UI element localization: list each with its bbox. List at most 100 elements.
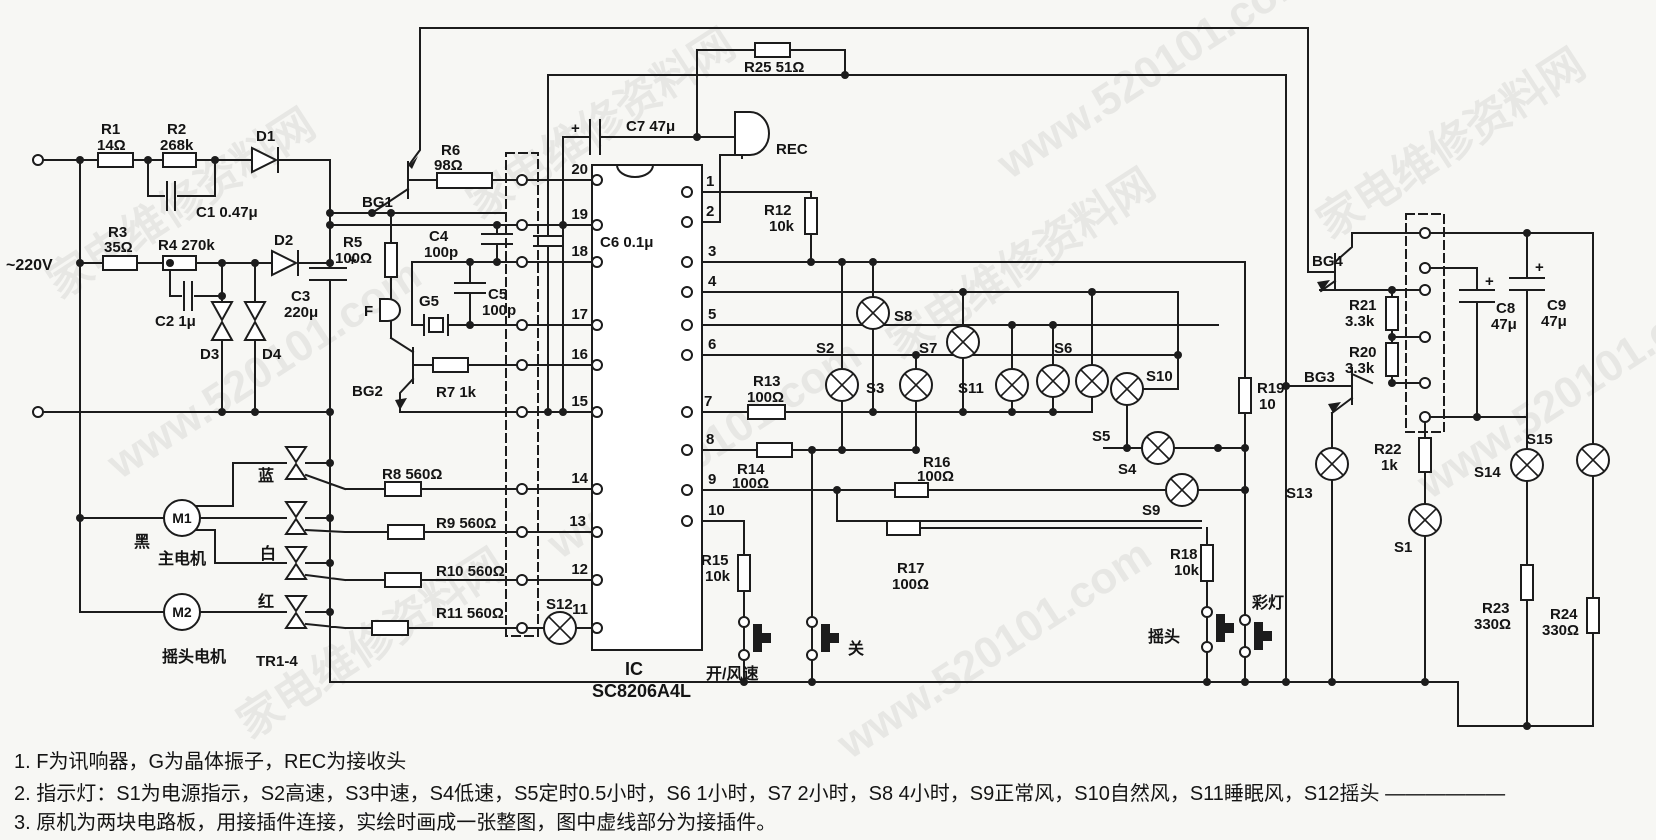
label-wire-black: 黑 (134, 533, 150, 551)
lamp-s8 (856, 296, 890, 330)
label-r3-value: 35Ω (104, 239, 133, 256)
pin-11: 11 (572, 601, 588, 618)
label-button-oscillate: 摇头 (1148, 627, 1180, 646)
indicator-lamps (543, 296, 1610, 645)
label-bg2: BG2 (352, 383, 383, 400)
label-s7: S7 (919, 340, 937, 357)
receiver-rec (734, 111, 770, 156)
pin-13: 13 (569, 513, 586, 530)
pin-1: 1 (706, 173, 714, 190)
labels: ~220V R1 14Ω R2 268k D1 C1 0.47μ R3 35Ω … (6, 59, 1579, 701)
label-m2: M2 (172, 604, 192, 620)
pin-6: 6 (708, 336, 716, 353)
pin-7: 7 (704, 393, 712, 410)
resistor-r22-body (1418, 437, 1432, 473)
resistor-r2-body (162, 152, 197, 168)
label-s2: S2 (816, 340, 834, 357)
triac-tr4 (284, 595, 308, 629)
resistor-r5-body (384, 242, 398, 278)
label-button-color-light: 彩灯 (1251, 594, 1284, 612)
pin-15: 15 (571, 393, 588, 410)
label-s1: S1 (1394, 539, 1412, 556)
pin-19: 19 (571, 206, 588, 223)
button-color-light[interactable] (1239, 614, 1272, 658)
board-connector-right (1405, 213, 1445, 433)
lamp-s12 (543, 611, 577, 645)
label-r16-value: 100Ω (917, 468, 954, 485)
button-oscillate[interactable] (1201, 606, 1234, 653)
diode-d1 (251, 146, 279, 174)
label-button-power-speed: 开/风速 (706, 665, 758, 683)
label-wire-red: 红 (258, 592, 274, 611)
motors (163, 499, 201, 631)
lamp-s6-a (1036, 364, 1070, 398)
lamp-s1 (1408, 503, 1442, 537)
button-power-speed[interactable] (738, 616, 771, 661)
diode-d2 (271, 249, 299, 277)
label-s4: S4 (1118, 461, 1137, 478)
lamp-s2 (825, 368, 859, 402)
label-r14-value: 100Ω (732, 475, 769, 492)
watermark-text: www.520101.com (98, 250, 430, 489)
label-button-off: 关 (848, 639, 864, 658)
resistor-r24-body (1586, 597, 1600, 634)
label-s9: S9 (1142, 502, 1160, 519)
label-r3: R3 (108, 224, 127, 241)
label-c3-plus: + (348, 252, 357, 269)
label-d4: D4 (262, 346, 282, 363)
label-s6: S6 (1054, 340, 1072, 357)
label-r6-value: 98Ω (434, 157, 463, 174)
label-r18-value: 10k (1174, 562, 1200, 579)
label-main-motor: 主电机 (158, 549, 206, 568)
label-tr1-4: TR1-4 (256, 653, 298, 670)
label-c4-value: 100p (424, 244, 458, 261)
label-r7: R7 1k (436, 384, 477, 401)
label-s15: S15 (1526, 431, 1553, 448)
label-r15: R15 (701, 552, 729, 569)
lamp-s14 (1510, 448, 1544, 482)
lamp-s9 (1165, 473, 1199, 507)
motor-m2 (163, 593, 201, 631)
label-c9-value: 47μ (1541, 313, 1567, 330)
pin-18: 18 (571, 243, 588, 260)
label-r22: R22 (1374, 441, 1402, 458)
label-wire-blue: 蓝 (258, 466, 274, 485)
label-r22-value: 1k (1381, 457, 1398, 474)
label-d2: D2 (274, 232, 293, 249)
triac-tr1 (284, 446, 308, 480)
motor-m1 (163, 499, 201, 537)
pin-9: 9 (708, 471, 716, 488)
label-c5-value: 100p (482, 302, 516, 319)
label-r24-value: 330Ω (1542, 622, 1579, 639)
resistor-r20-body (1385, 342, 1399, 377)
resistor-r14-body (756, 442, 793, 458)
lamp-s15 (1576, 443, 1610, 477)
label-r14: R14 (737, 461, 765, 478)
resistor-r12-body (804, 197, 818, 235)
label-c9-plus: + (1535, 259, 1544, 276)
label-m1: M1 (172, 510, 192, 526)
button-off[interactable] (806, 616, 839, 661)
label-r4: R4 270k (158, 237, 215, 254)
label-r18: R18 (1170, 546, 1198, 563)
label-r24: R24 (1550, 606, 1578, 623)
diode-d3 (210, 301, 234, 341)
label-r12: R12 (764, 202, 792, 219)
label-r17-value: 100Ω (892, 576, 929, 593)
resistors (97, 42, 1600, 636)
label-r17: R17 (897, 560, 925, 577)
label-r23: R23 (1482, 600, 1510, 617)
label-r2-value: 268k (160, 137, 194, 154)
pin-20: 20 (571, 161, 588, 178)
lamp-s13 (1315, 447, 1349, 481)
label-c5: C5 (488, 286, 507, 303)
label-g5: G5 (419, 293, 439, 310)
board-connector-left (505, 152, 539, 637)
label-bg3: BG3 (1304, 369, 1335, 386)
resistor-r18-body (1200, 544, 1214, 582)
label-r15-value: 10k (705, 568, 731, 585)
label-s3: S3 (866, 380, 884, 397)
label-c8-value: 47μ (1491, 316, 1517, 333)
triac-tr2 (284, 501, 308, 535)
